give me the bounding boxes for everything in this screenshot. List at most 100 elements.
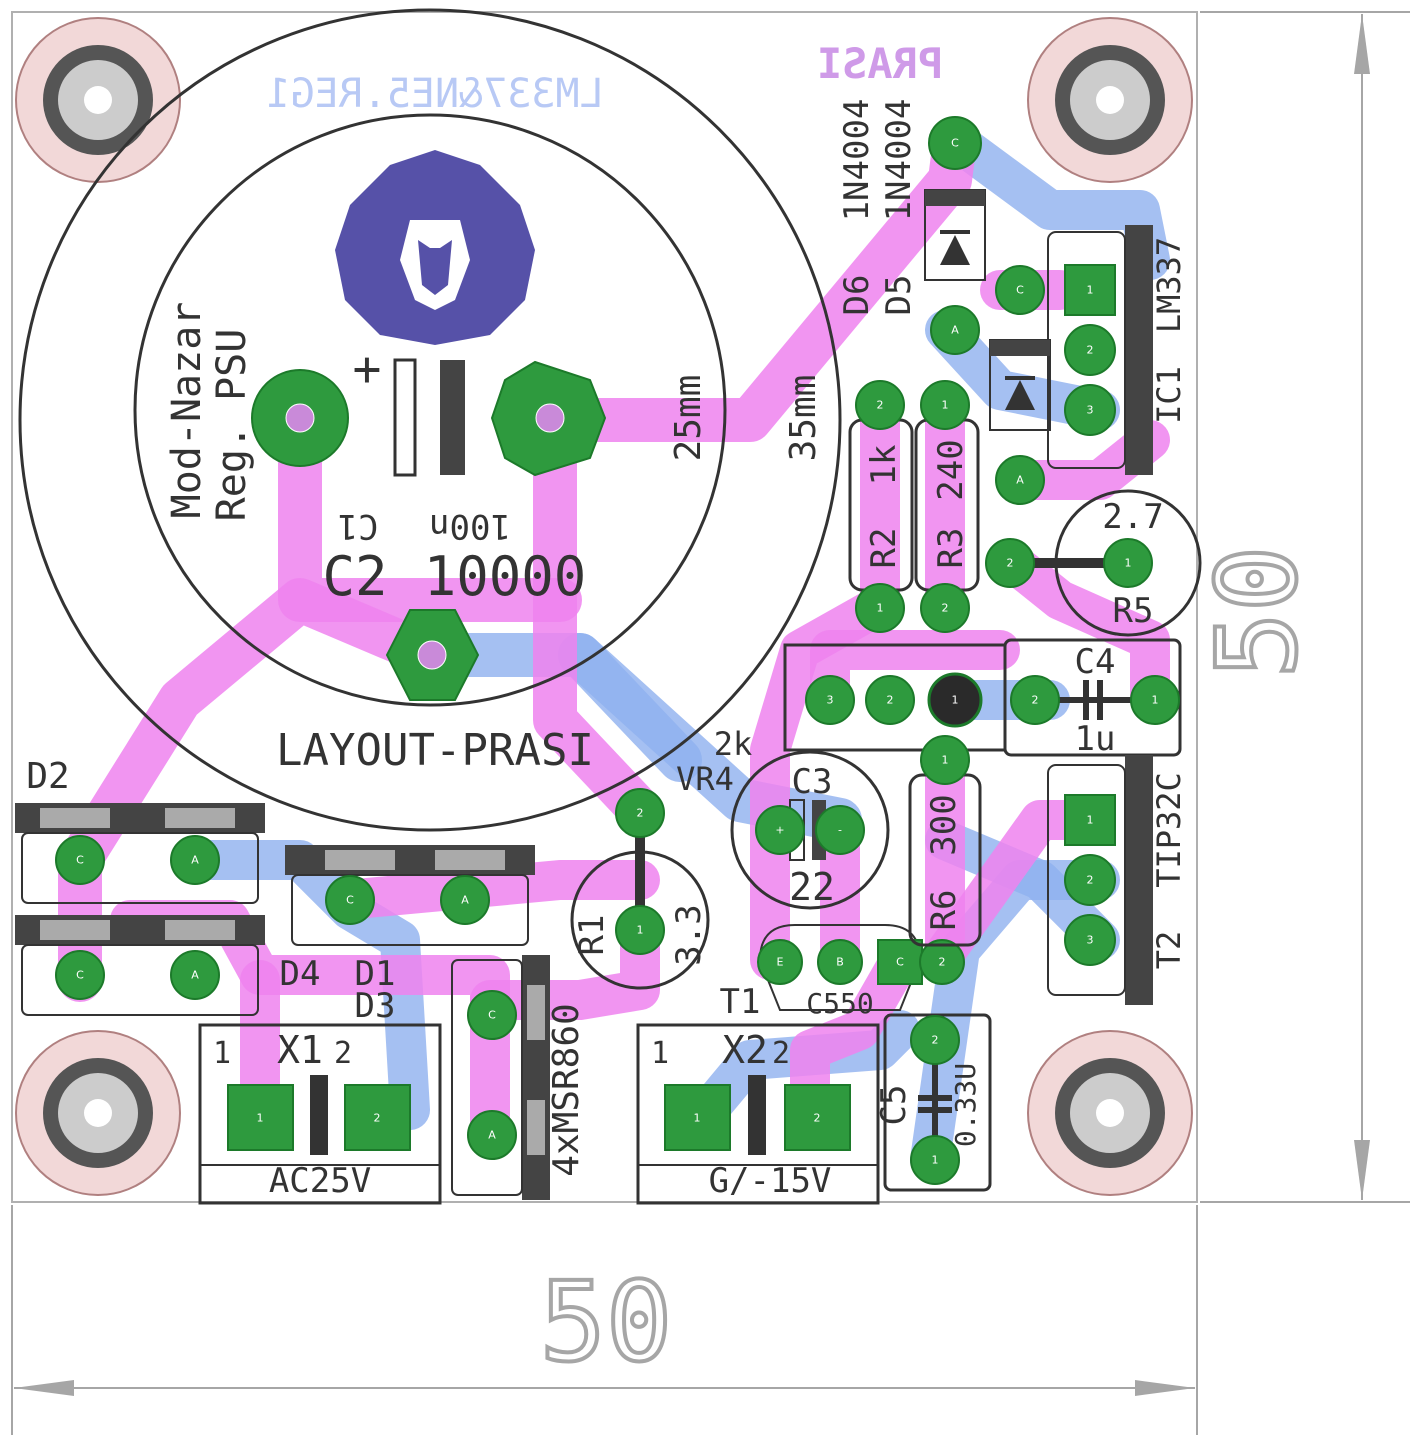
- r3-pad-2: [920, 583, 970, 633]
- r1-pad-2: [615, 788, 665, 838]
- r6-value-label: 300: [924, 794, 964, 855]
- r5-pad-1-label: 1: [1125, 557, 1132, 570]
- bridge-value-label: 4xMSR860: [546, 1003, 587, 1176]
- diode-d1: D1 D3 C A: [285, 845, 535, 1026]
- t2-name-label: T2: [1150, 931, 1188, 970]
- vr4-pad-3: [805, 675, 855, 725]
- c3-name-label: C3: [792, 762, 833, 802]
- diode-d3: C A 4xMSR860: [451, 955, 587, 1200]
- x1-name-label: X1: [277, 1028, 323, 1072]
- c5-value-label: 0.33U: [949, 1063, 982, 1147]
- x2-value-label: G/-15V: [709, 1161, 832, 1201]
- d1-pad-anode: [440, 875, 490, 925]
- d6-pad-anode: [930, 305, 980, 355]
- dimension-horizontal: 50: [11, 1205, 1198, 1435]
- c2-value-label: 10000: [424, 545, 587, 608]
- d4-anode-label: A: [191, 969, 199, 982]
- resistor-r5: 2 1 2.7 R5: [985, 489, 1202, 637]
- d1-anode-label: A: [461, 894, 469, 907]
- c2-inner-ring: [133, 113, 727, 707]
- d5-pad-anode: [995, 455, 1045, 505]
- regulator-ic1: 1 2 3 LM337 IC1: [1047, 225, 1188, 475]
- t1-pad-extra: [919, 939, 965, 985]
- d5-value-label: 1N4004: [879, 99, 919, 222]
- mirrored-logo-text: PRASI: [817, 39, 943, 88]
- mirrored-top-text: LM337&NE5.REG1: [266, 71, 603, 117]
- mounting-hole-top-right: [1027, 17, 1193, 183]
- c4-pad-1: [1130, 675, 1180, 725]
- circle-inner-label: 25mm: [668, 375, 709, 462]
- r3-pad-1: [920, 380, 970, 430]
- vr4-name-label: VR4: [676, 760, 734, 798]
- lion-logo: [335, 150, 535, 345]
- d1-name-label: D1: [355, 954, 396, 994]
- subtitle-line-2: Reg. PSU: [209, 329, 255, 522]
- c4-name-label: C4: [1075, 642, 1116, 682]
- dimension-height-label: 50: [1193, 546, 1321, 678]
- mounting-holes: [15, 17, 1193, 1196]
- dimension-vertical: 50: [1191, 11, 1410, 1203]
- x2-pad-1-label: 1: [694, 1112, 701, 1125]
- r6-name-label: R6: [924, 890, 964, 931]
- c4-pad-1-label: 1: [1152, 694, 1159, 707]
- r6-pad-1-label: 1: [942, 754, 949, 767]
- mounting-hole-bottom-left: [15, 1030, 181, 1196]
- c5-pad-1: [910, 1135, 960, 1185]
- x1-value-label: AC25V: [269, 1161, 371, 1201]
- c5-pad-2: [910, 1015, 960, 1065]
- t2-pad-1-label: 1: [1087, 814, 1094, 827]
- terminal-x2: X2 1 2 1 2 G/-15V: [636, 1023, 880, 1205]
- x2-pad-2-label: 2: [814, 1112, 821, 1125]
- diode-d4: D4 C A: [15, 915, 320, 1016]
- t1-pad-emitter: [757, 939, 803, 985]
- c1-capacitor: C1 100n: [338, 358, 511, 546]
- r3-pad-2-label: 2: [942, 602, 949, 615]
- vr4-value-label: 2k: [714, 725, 753, 763]
- vr4-pad-2: [865, 675, 915, 725]
- t2-pad-2-label: 2: [1087, 874, 1094, 887]
- d6-name-label: D6: [837, 275, 877, 316]
- c4-pad-2: [1010, 675, 1060, 725]
- r3-name-label: R3: [931, 528, 971, 569]
- d3-name-label: D3: [355, 986, 396, 1026]
- c3-value-label: 22: [789, 865, 835, 909]
- r5-value-label: 2.7: [1102, 497, 1163, 537]
- d3-pad-anode: [467, 1110, 517, 1160]
- c4-pad-2-label: 2: [1032, 694, 1039, 707]
- d3-pad-cathode: [467, 990, 517, 1040]
- d5-anode-label: A: [1016, 474, 1024, 487]
- capacitor-c4: C4 1u 2 1: [1003, 638, 1182, 759]
- terminal-x1: X1 1 2 1 2 AC25V: [198, 1023, 442, 1205]
- x1-pad-2-label: 2: [374, 1112, 381, 1125]
- x1-pad-2: [344, 1084, 411, 1151]
- ic1-pad-2-label: 2: [1087, 344, 1094, 357]
- x2-pin2-label: 2: [772, 1036, 790, 1071]
- x2-pad-1: [664, 1084, 731, 1151]
- x2-pad-2: [784, 1084, 851, 1151]
- d2-pad-anode: [170, 835, 220, 885]
- x1-pin1-label: 1: [213, 1036, 231, 1071]
- c3-pad-minus-label: -: [838, 824, 842, 837]
- r5-pad-2-label: 2: [1007, 557, 1014, 570]
- resistor-r6: 1 R6 300: [908, 735, 982, 947]
- r5-pad-2: [985, 538, 1035, 588]
- d6-value-label: 1N4004: [837, 99, 877, 222]
- d2-anode-label: A: [191, 854, 199, 867]
- diode-d5: C A D5 1N4004: [879, 99, 1051, 505]
- vr4-pad-3-label: 3: [827, 694, 834, 707]
- ic1-pad-3: [1064, 384, 1116, 436]
- r5-name-label: R5: [1113, 591, 1154, 631]
- circle-outer-label: 35mm: [783, 375, 824, 462]
- c3-pad-plus: [755, 805, 805, 855]
- r6-pad-1: [920, 735, 970, 785]
- t1-emitter-label: E: [777, 956, 784, 969]
- r2-name-label: R2: [864, 528, 904, 569]
- dimension-width-label: 50: [540, 1258, 672, 1386]
- ic1-pad-3-label: 3: [1087, 404, 1094, 417]
- r2-pad-2: [855, 380, 905, 430]
- ic1-pad-2: [1064, 324, 1116, 376]
- c1-name-label: C1: [338, 506, 379, 546]
- c5-pad-1-label: 1: [932, 1154, 939, 1167]
- c3-pad-plus-label: +: [775, 824, 784, 837]
